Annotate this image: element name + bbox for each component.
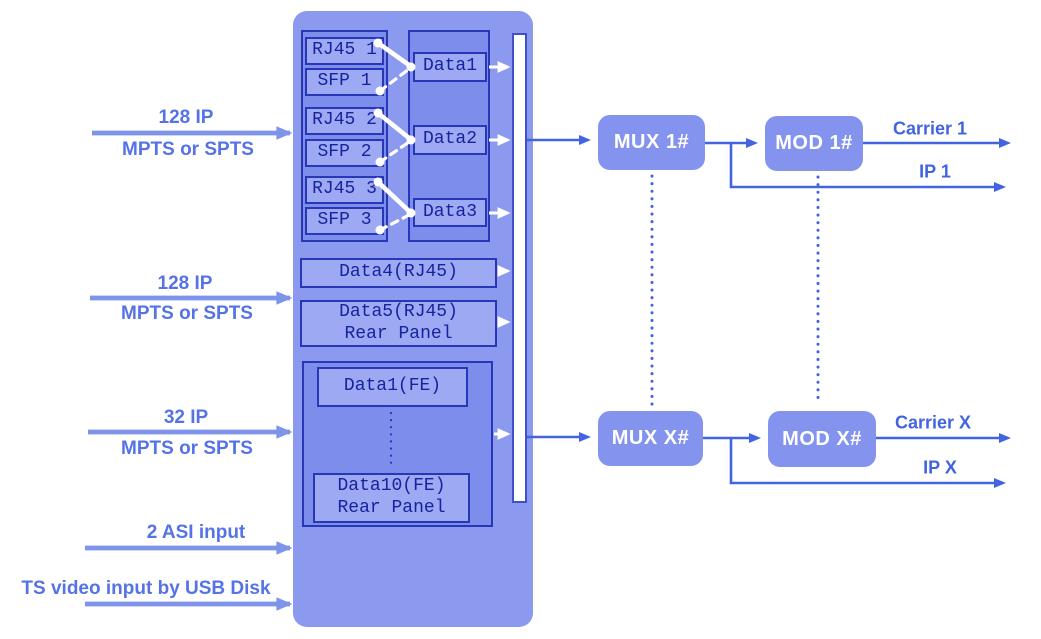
channel-data5: Data5(RJ45) Rear Panel — [300, 300, 497, 347]
channel-data2: Data2 — [413, 125, 487, 155]
channel-data10-fe-line1: Data10(FE) — [337, 476, 446, 497]
channel-data1: Data1 — [413, 52, 487, 82]
channel-data3: Data3 — [413, 198, 487, 227]
input-5-label: TS video input by USB Disk — [21, 578, 271, 599]
input-1-label-top: 128 IP — [158, 107, 214, 128]
input-3-label-top: 32 IP — [163, 407, 209, 428]
port-rj45-3: RJ45 3 — [305, 176, 384, 204]
mod-1-block: MOD 1# — [765, 116, 863, 171]
input-4-label: 2 ASI input — [146, 522, 246, 543]
port-rj45-1: RJ45 1 — [305, 37, 384, 65]
channel-data5-line1: Data5(RJ45) — [339, 301, 458, 322]
channel-data4: Data4(RJ45) — [300, 258, 497, 288]
port-rj45-2: RJ45 2 — [305, 107, 384, 135]
input-1-label-bottom: MPTS or SPTS — [122, 139, 254, 160]
channel-data10-fe-line2: Rear Panel — [337, 498, 446, 518]
channel-data1-fe: Data1(FE) — [317, 367, 468, 407]
port-sfp-1: SFP 1 — [305, 68, 384, 96]
port-sfp-2: SFP 2 — [305, 139, 384, 167]
ip-x-label: IP X — [923, 457, 957, 478]
channel-data5-line2: Rear Panel — [344, 323, 453, 344]
mux-x-block: MUX X# — [598, 411, 703, 466]
port-group — [301, 30, 388, 242]
input-2-label-bottom: MPTS or SPTS — [121, 303, 253, 324]
carrier-1-label: Carrier 1 — [892, 118, 968, 139]
carrier-x-label: Carrier X — [894, 412, 972, 433]
ip-1-label: IP 1 — [919, 161, 951, 182]
internal-bus-bar — [512, 33, 527, 503]
input-2-label-top: 128 IP — [157, 273, 213, 294]
mod-x-block: MOD X# — [768, 411, 876, 467]
port-sfp-3: SFP 3 — [305, 207, 384, 235]
mux-1-block: MUX 1# — [598, 115, 705, 170]
input-3-label-bottom: MPTS or SPTS — [121, 438, 253, 459]
channel-data10-fe: Data10(FE) Rear Panel — [313, 473, 470, 523]
